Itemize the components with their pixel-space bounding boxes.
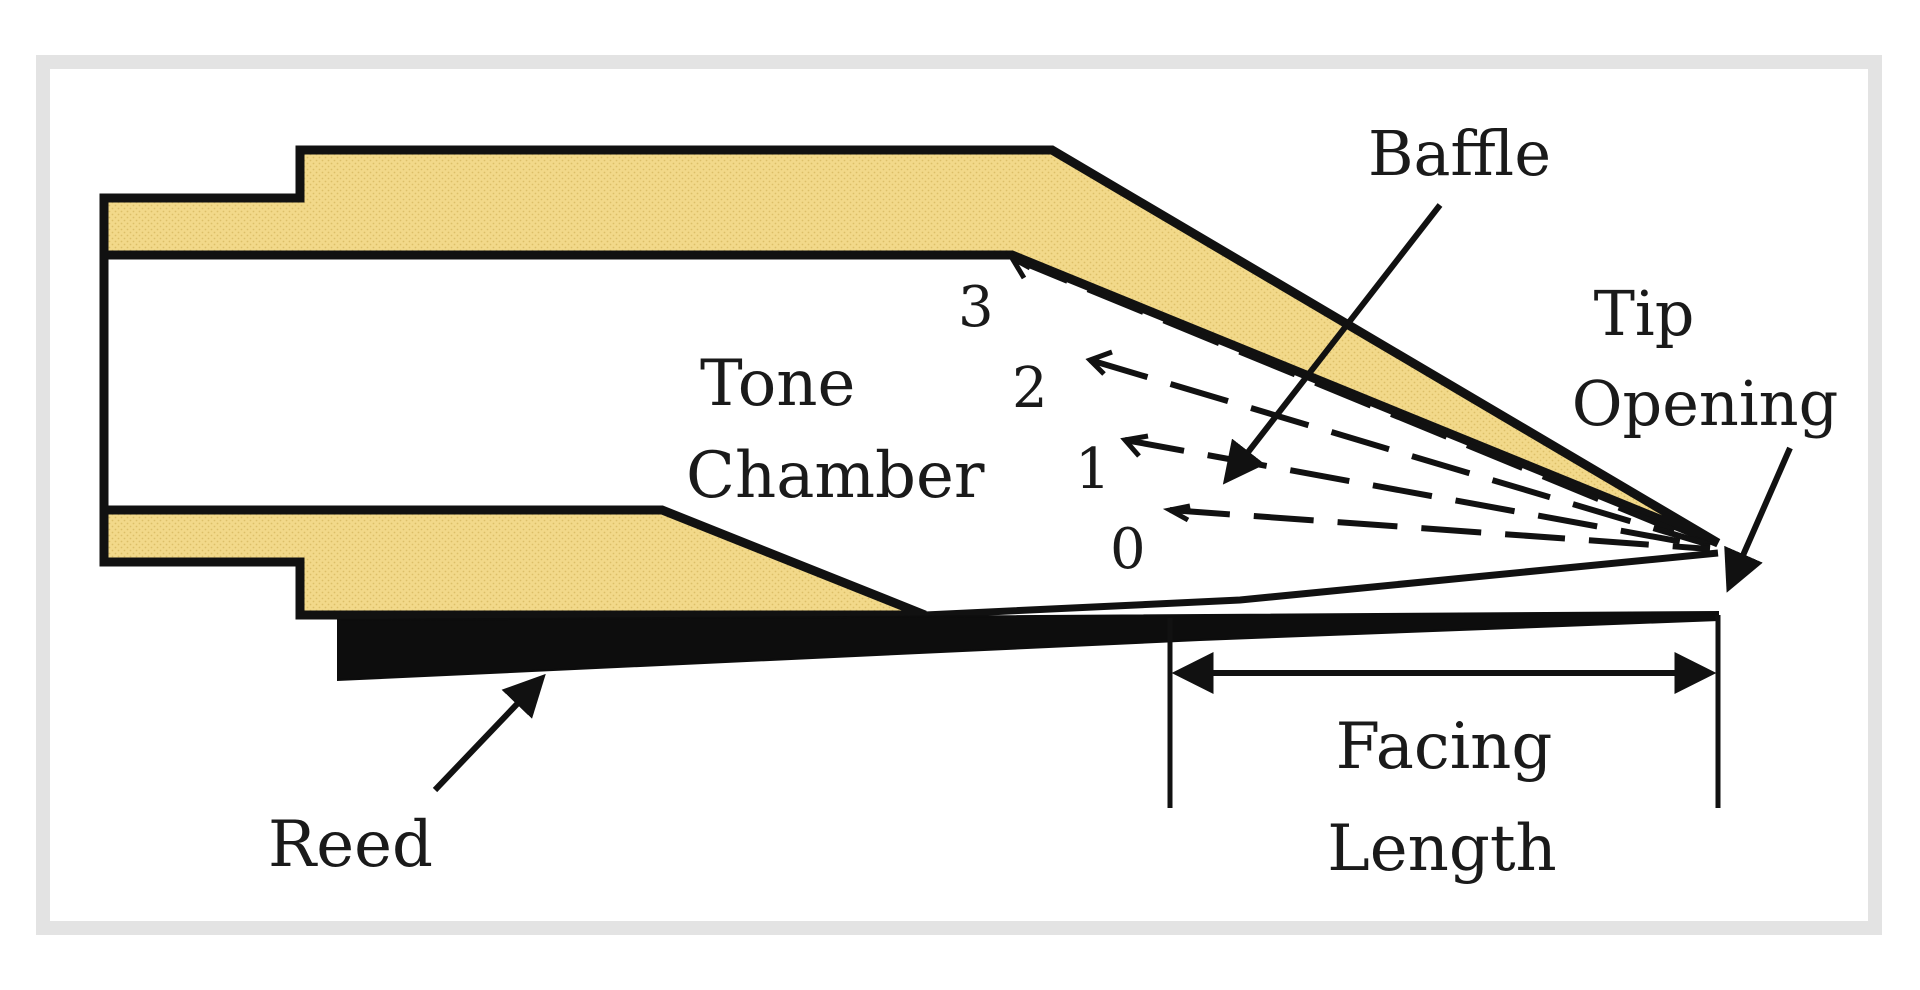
baffle-1-arrowhead xyxy=(1120,433,1149,458)
baffle-position-1: 1 xyxy=(1075,437,1111,502)
facing-length-label-line1: Facing xyxy=(1336,710,1553,784)
baffle-position-2: 2 xyxy=(1012,356,1048,421)
upper-mouthpiece-wall xyxy=(99,145,1721,548)
baffle-position-0: 0 xyxy=(1110,517,1146,582)
baffle-3-arrowhead xyxy=(1005,251,1032,280)
lower-mouthpiece-wall xyxy=(99,505,927,620)
tone-chamber-label-line2: Chamber xyxy=(686,439,985,513)
tip-label-line2: Opening xyxy=(1572,367,1839,440)
baffle-position-3: 3 xyxy=(958,275,994,340)
baffle-line-0 xyxy=(1169,507,1711,552)
baffle-0-arrowhead xyxy=(1162,503,1191,523)
baffle-pointer-arrow xyxy=(1222,203,1443,485)
facing-length-label-line2: Length xyxy=(1327,812,1557,886)
tip-label-line1: Tip xyxy=(1594,277,1695,350)
chamber-floor-line xyxy=(924,549,1719,619)
baffle-line-3 xyxy=(1010,255,1712,548)
reed-shape xyxy=(337,610,1719,682)
tip-opening-pointer-arrow xyxy=(1724,446,1793,593)
baffle-label: Baffle xyxy=(1368,117,1551,190)
reed-pointer-arrow xyxy=(432,673,546,793)
tone-chamber-label-line1: Tone xyxy=(700,347,855,421)
baffle-line-1 xyxy=(1124,437,1711,550)
baffle-line-2 xyxy=(1089,357,1711,548)
baffle-2-arrowhead xyxy=(1085,349,1113,376)
baffle-line-arrowheads xyxy=(1005,251,1191,523)
baffle-position-lines xyxy=(1010,255,1712,552)
reed-label: Reed xyxy=(268,808,433,882)
